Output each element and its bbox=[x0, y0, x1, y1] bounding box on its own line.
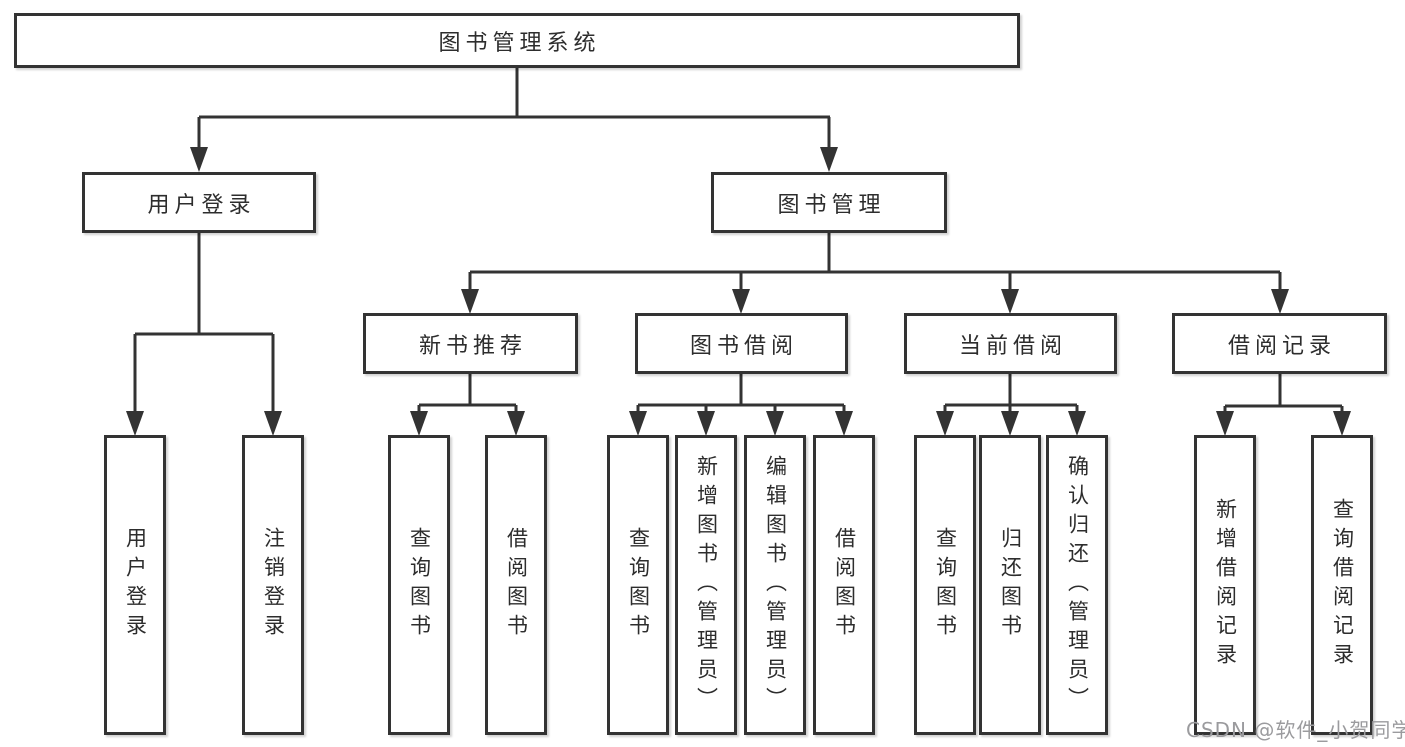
node-query-books-current: 查询图书 bbox=[914, 435, 976, 735]
node-user-login: 用户登录 bbox=[82, 172, 316, 233]
csdn-watermark: CSDN @软件_小贺同学 bbox=[1186, 718, 1405, 742]
node-library-system: 图书管理系统 bbox=[14, 13, 1020, 68]
node-user-login-leaf: 用户登录 bbox=[104, 435, 166, 735]
node-query-borrow-record: 查询借阅记录 bbox=[1311, 435, 1373, 735]
node-query-books-recommend: 查询图书 bbox=[388, 435, 450, 735]
node-edit-book-admin: 编辑图书（管理员） bbox=[744, 435, 806, 735]
node-book-borrow: 图书借阅 bbox=[635, 313, 848, 374]
node-add-book-admin: 新增图书（管理员） bbox=[675, 435, 737, 735]
node-borrow-books-leaf: 借阅图书 bbox=[813, 435, 875, 735]
node-logout-leaf: 注销登录 bbox=[242, 435, 304, 735]
node-confirm-return-admin: 确认归还（管理员） bbox=[1046, 435, 1108, 735]
node-book-management: 图书管理 bbox=[711, 172, 947, 233]
node-borrow-books-recommend: 借阅图书 bbox=[485, 435, 547, 735]
node-new-book-recommend: 新书推荐 bbox=[363, 313, 578, 374]
node-query-books-borrow: 查询图书 bbox=[607, 435, 669, 735]
node-add-borrow-record: 新增借阅记录 bbox=[1194, 435, 1256, 735]
node-return-book: 归还图书 bbox=[979, 435, 1041, 735]
node-current-borrow: 当前借阅 bbox=[904, 313, 1117, 374]
node-borrow-records: 借阅记录 bbox=[1172, 313, 1387, 374]
